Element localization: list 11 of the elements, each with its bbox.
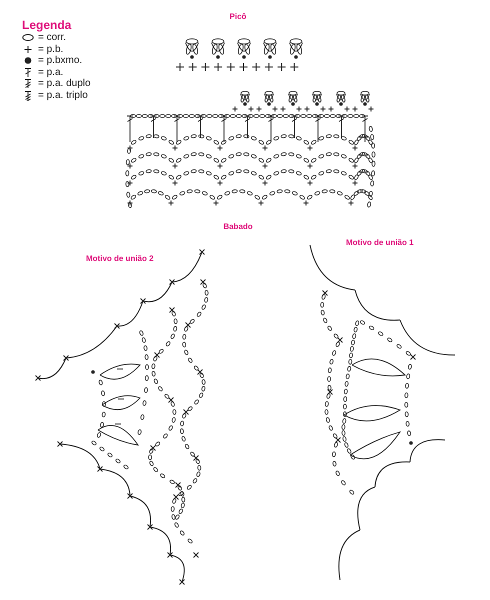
legend-label: = p.bxmo. <box>38 55 82 66</box>
legend-label: = p.a. triplo <box>38 90 88 100</box>
chart-title: Motivo de união 1 <box>346 238 414 247</box>
chart-title: Babado <box>223 222 253 231</box>
chart-title: Motivo de união 2 <box>86 254 154 263</box>
chart-title: Picô <box>230 12 246 21</box>
legend-label: = p.b. <box>38 44 64 54</box>
legend-label: = corr. <box>38 32 66 43</box>
legend-title: Legenda <box>22 18 72 32</box>
legend-label: = p.a. duplo <box>38 78 91 89</box>
legend-label: = p.a. <box>38 66 64 78</box>
